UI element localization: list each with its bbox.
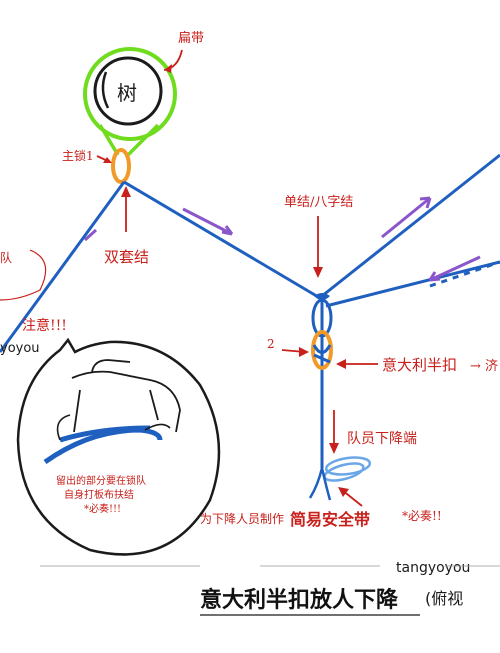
bottom-title-partial: (俯视 [425,589,463,608]
inset-circle [16,337,221,556]
watermark-left: yoyou [0,341,40,356]
center-assembly [311,293,333,370]
inset-person [71,359,181,433]
knot-loop [311,298,333,338]
rope-right-upper [321,153,500,298]
inset-detail: 留出的部分要在锁队 自身打板布扶结 *必奏!!! [16,337,221,556]
inset-hand [56,414,171,441]
descend-arrowhead [329,443,339,454]
descend-member-label: 队员下降端 [347,431,417,447]
sling-tail [98,123,160,157]
tree-bark-mark [101,71,110,109]
double-loop-arrowhead [121,186,131,197]
harness-arrowhead [338,487,349,497]
rope-left-down [0,181,126,353]
italian-hitch-wrap [312,344,332,364]
carabiner-left-arrowhead [103,157,112,163]
harness-coil [308,456,372,501]
italian-hitch-label: 意大利半扣 [382,356,457,374]
double-loop-label: 双套结 [104,248,149,266]
rope-right-lower-dash [429,260,500,288]
carabiner-left [111,148,131,184]
direction-arrow-left-rope [83,228,98,242]
sling-loop [83,47,177,141]
carabiner-center-label: 2 [267,337,275,351]
italian-hitch-arrow-label: → 济 [470,359,498,374]
harness-note: 为下降人员制作 [200,512,284,526]
direction-arrow-left [182,207,233,236]
direction-arrow-right-upper [381,196,431,239]
attention-label: 注意!!! [22,317,67,334]
sling-label: 扁带 [178,31,204,46]
direction-arrows [83,196,481,282]
inset-note-line1: 留出的部分要在锁队 [56,474,146,487]
carabiner-center [311,330,333,370]
center-knot [314,293,330,300]
single-knot-arrowhead [313,267,323,278]
must-note: *必奏!! [402,509,442,523]
rope-left-to-knot [123,180,321,300]
inset-note-line3: *必奏!!! [84,502,121,515]
sling-arrowhead [164,64,172,73]
tree-label: 树 [117,81,137,105]
inset-note-line2: 自身打板布扶结 [64,488,134,501]
bottom-title: 意大利半扣放人下降 [200,587,399,613]
left-top-partial-label: 队 [0,250,12,265]
single-knot-label: 单结/八字结 [284,195,353,210]
watermark-bottom: tangyoyou [396,560,470,576]
direction-arrow-right-lower [429,255,481,282]
left-bubble [0,249,47,301]
italian-hitch-arrowhead [336,359,346,369]
carabiner-center-arrowhead [299,347,309,357]
rope-right-lower [325,260,500,308]
tree-anchor: 树 [83,47,177,157]
inset-rope-wrap [43,425,163,465]
ropes [0,153,500,468]
harness-highlight: 简易安全带 [290,510,370,529]
carabiner-left-label: 主锁1 [62,148,94,163]
tree-trunk [93,56,163,126]
